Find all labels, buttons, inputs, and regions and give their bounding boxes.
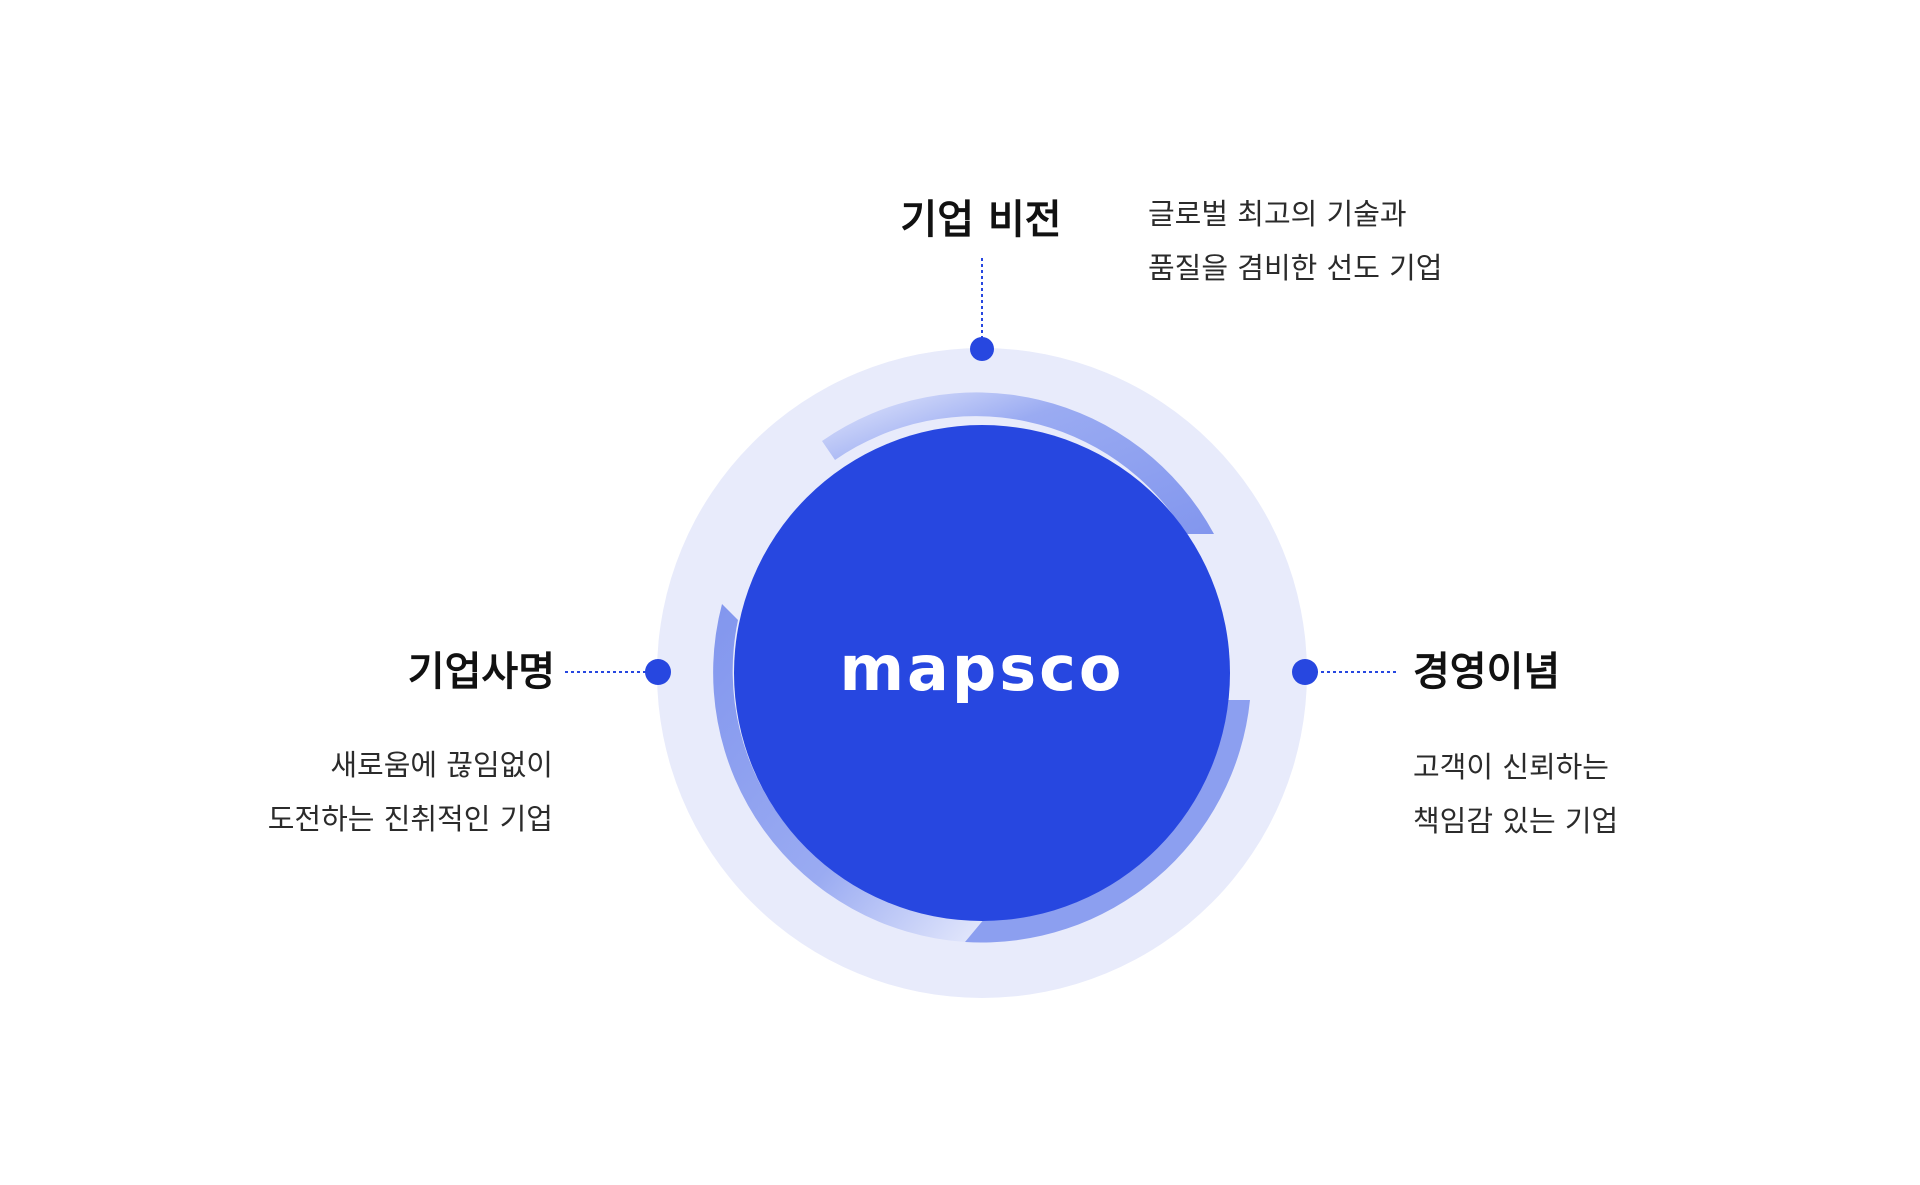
mission-description: 새로움에 끊임없이 도전하는 진취적인 기업 <box>268 738 553 846</box>
vision-line-2: 품질을 겸비한 선도 기업 <box>1148 251 1443 285</box>
mission-dot <box>645 659 671 685</box>
philosophy-title: 경영이념 <box>1413 649 1561 695</box>
philosophy-dot <box>1292 659 1318 685</box>
mission-title: 기업사명 <box>407 649 555 695</box>
philosophy-description: 고객이 신뢰하는 책임감 있는 기업 <box>1413 740 1618 848</box>
mission-line-2: 도전하는 진취적인 기업 <box>267 802 553 836</box>
ring-arc-top <box>822 392 1214 534</box>
main-circle <box>734 425 1230 921</box>
logo-text: mapsco <box>839 632 1124 705</box>
philosophy-line-1: 고객이 신뢰하는 <box>1413 750 1609 784</box>
mission-line-1: 새로움에 끊임없이 <box>330 748 553 782</box>
vision-description: 글로벌 최고의 기술과 품질을 겸비한 선도 기업 <box>1148 187 1442 295</box>
vision-title: 기업 비전 <box>900 197 1062 243</box>
vision-dot <box>970 337 994 361</box>
vision-line-1: 글로벌 최고의 기술과 <box>1148 197 1407 231</box>
philosophy-line-2: 책임감 있는 기업 <box>1413 804 1619 838</box>
